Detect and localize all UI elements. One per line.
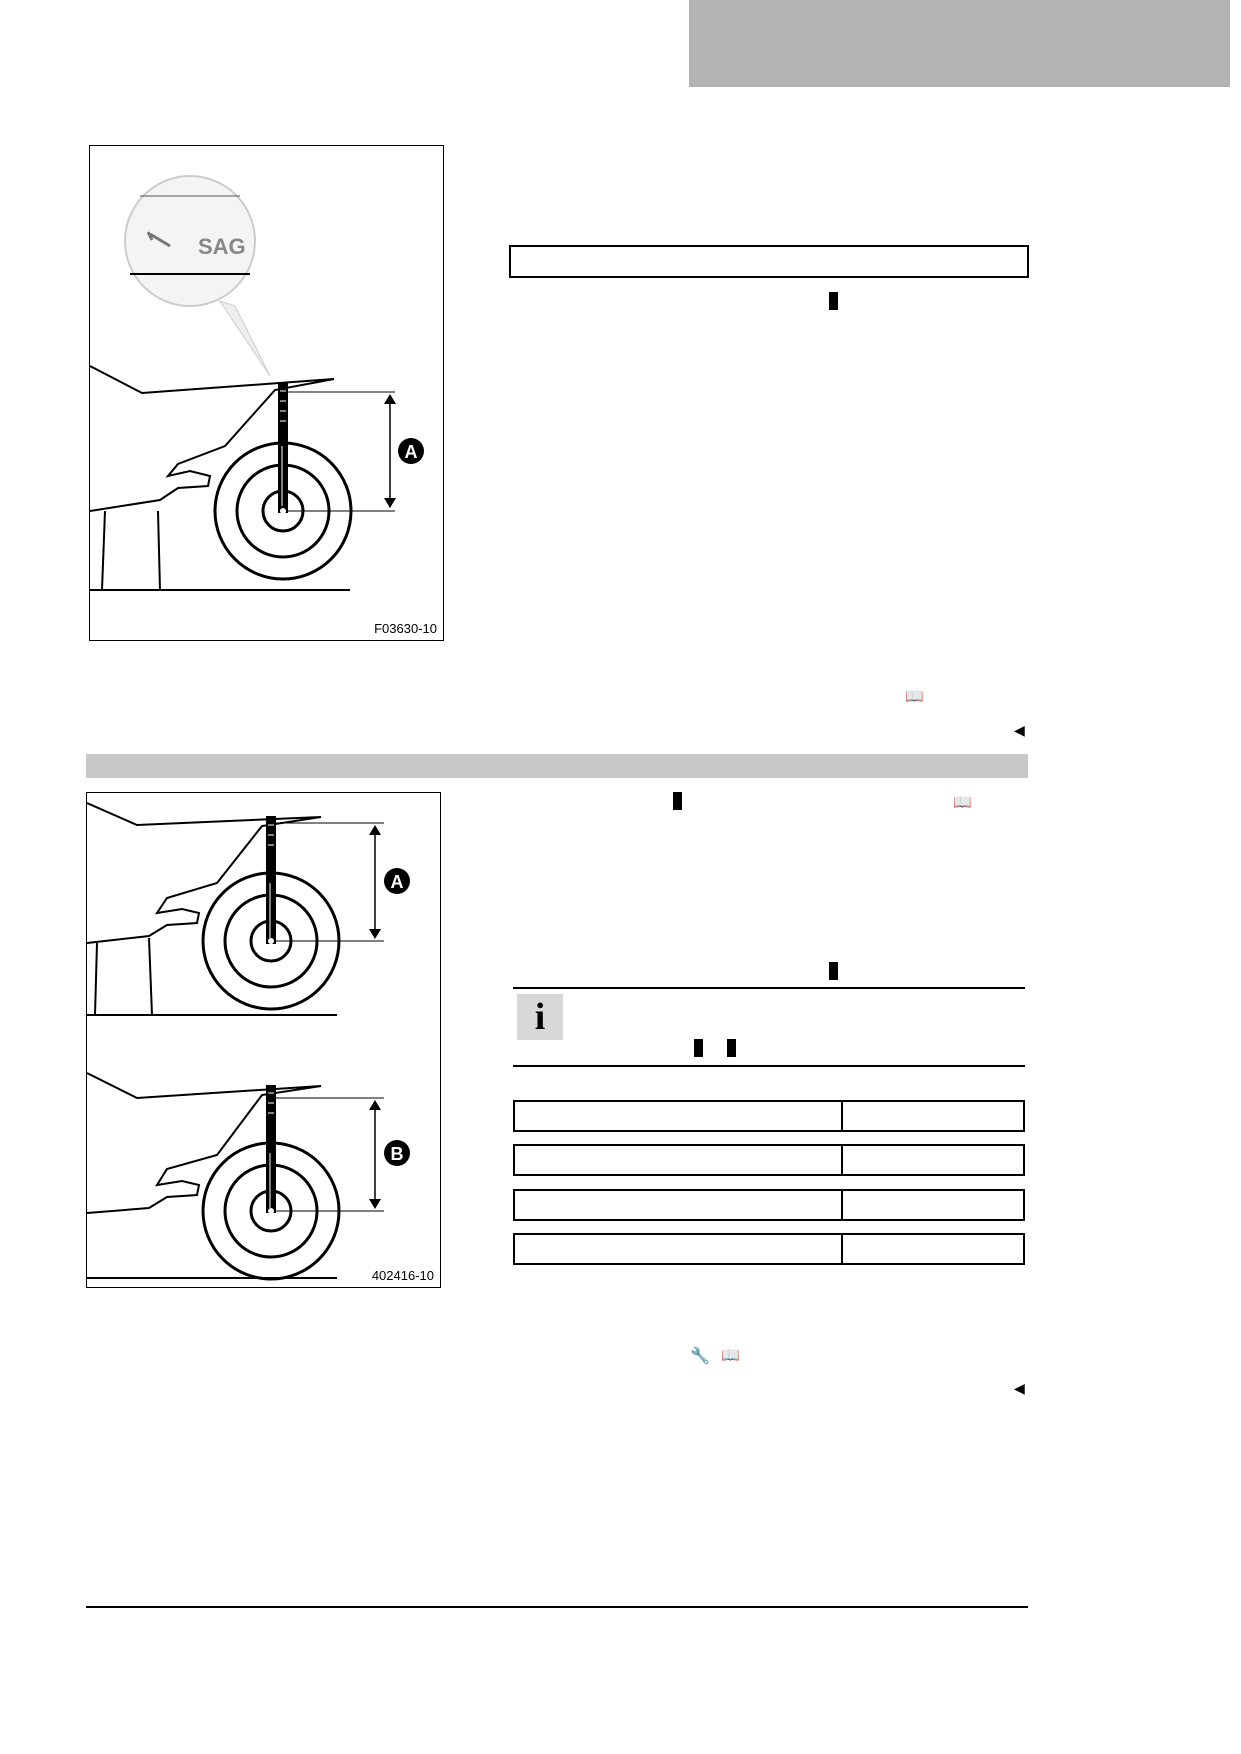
figure-rear-sag: SAG A F03630-10	[89, 145, 444, 641]
highlight-marker	[694, 1039, 703, 1057]
footer-rule	[86, 1606, 1028, 1608]
highlight-marker	[727, 1039, 736, 1057]
info-icon: i	[517, 994, 563, 1040]
highlight-marker	[829, 292, 838, 310]
spec-cell-value	[842, 1100, 1025, 1132]
book-reference-icon[interactable]: 📖	[953, 794, 972, 811]
spec-cell-label	[513, 1233, 843, 1265]
sag-callout-text: SAG	[198, 234, 246, 259]
end-of-section-icon: ◀	[1014, 722, 1025, 738]
book-reference-icon[interactable]: 📖	[905, 688, 924, 705]
note-top-rule	[513, 987, 1025, 989]
spec-row	[513, 1233, 1025, 1265]
section-heading-bar	[86, 754, 1028, 778]
spec-row	[513, 1144, 1025, 1176]
spec-row	[513, 1189, 1025, 1221]
dimension-label-b: B	[391, 1144, 404, 1164]
dimension-label-a: A	[391, 872, 404, 892]
dimension-label-a: A	[405, 442, 418, 462]
spec-cell-label	[513, 1144, 843, 1176]
page-tab	[689, 0, 1230, 87]
rear-sag-illustration: SAG A	[89, 175, 424, 591]
spec-cell-label	[513, 1100, 843, 1132]
note-bottom-rule	[513, 1065, 1025, 1067]
spec-cell-value	[842, 1144, 1025, 1176]
highlight-marker	[829, 962, 838, 980]
static-sag-illustration: A B	[86, 802, 410, 1281]
figure-static-sag: A B 402416-10	[86, 792, 441, 1288]
spec-cell-value	[842, 1233, 1025, 1265]
end-of-section-icon: ◀	[1014, 1380, 1025, 1396]
highlight-marker	[673, 792, 682, 810]
figure-code: 402416-10	[371, 1268, 434, 1283]
spec-cell-label	[513, 1189, 843, 1221]
wrench-icon: 🔧	[690, 1348, 710, 1365]
measurement-box	[509, 245, 1029, 278]
spec-cell-value	[842, 1189, 1025, 1221]
book-reference-icon[interactable]: 📖	[721, 1347, 740, 1364]
figure-code: F03630-10	[374, 621, 437, 636]
spec-row	[513, 1100, 1025, 1132]
